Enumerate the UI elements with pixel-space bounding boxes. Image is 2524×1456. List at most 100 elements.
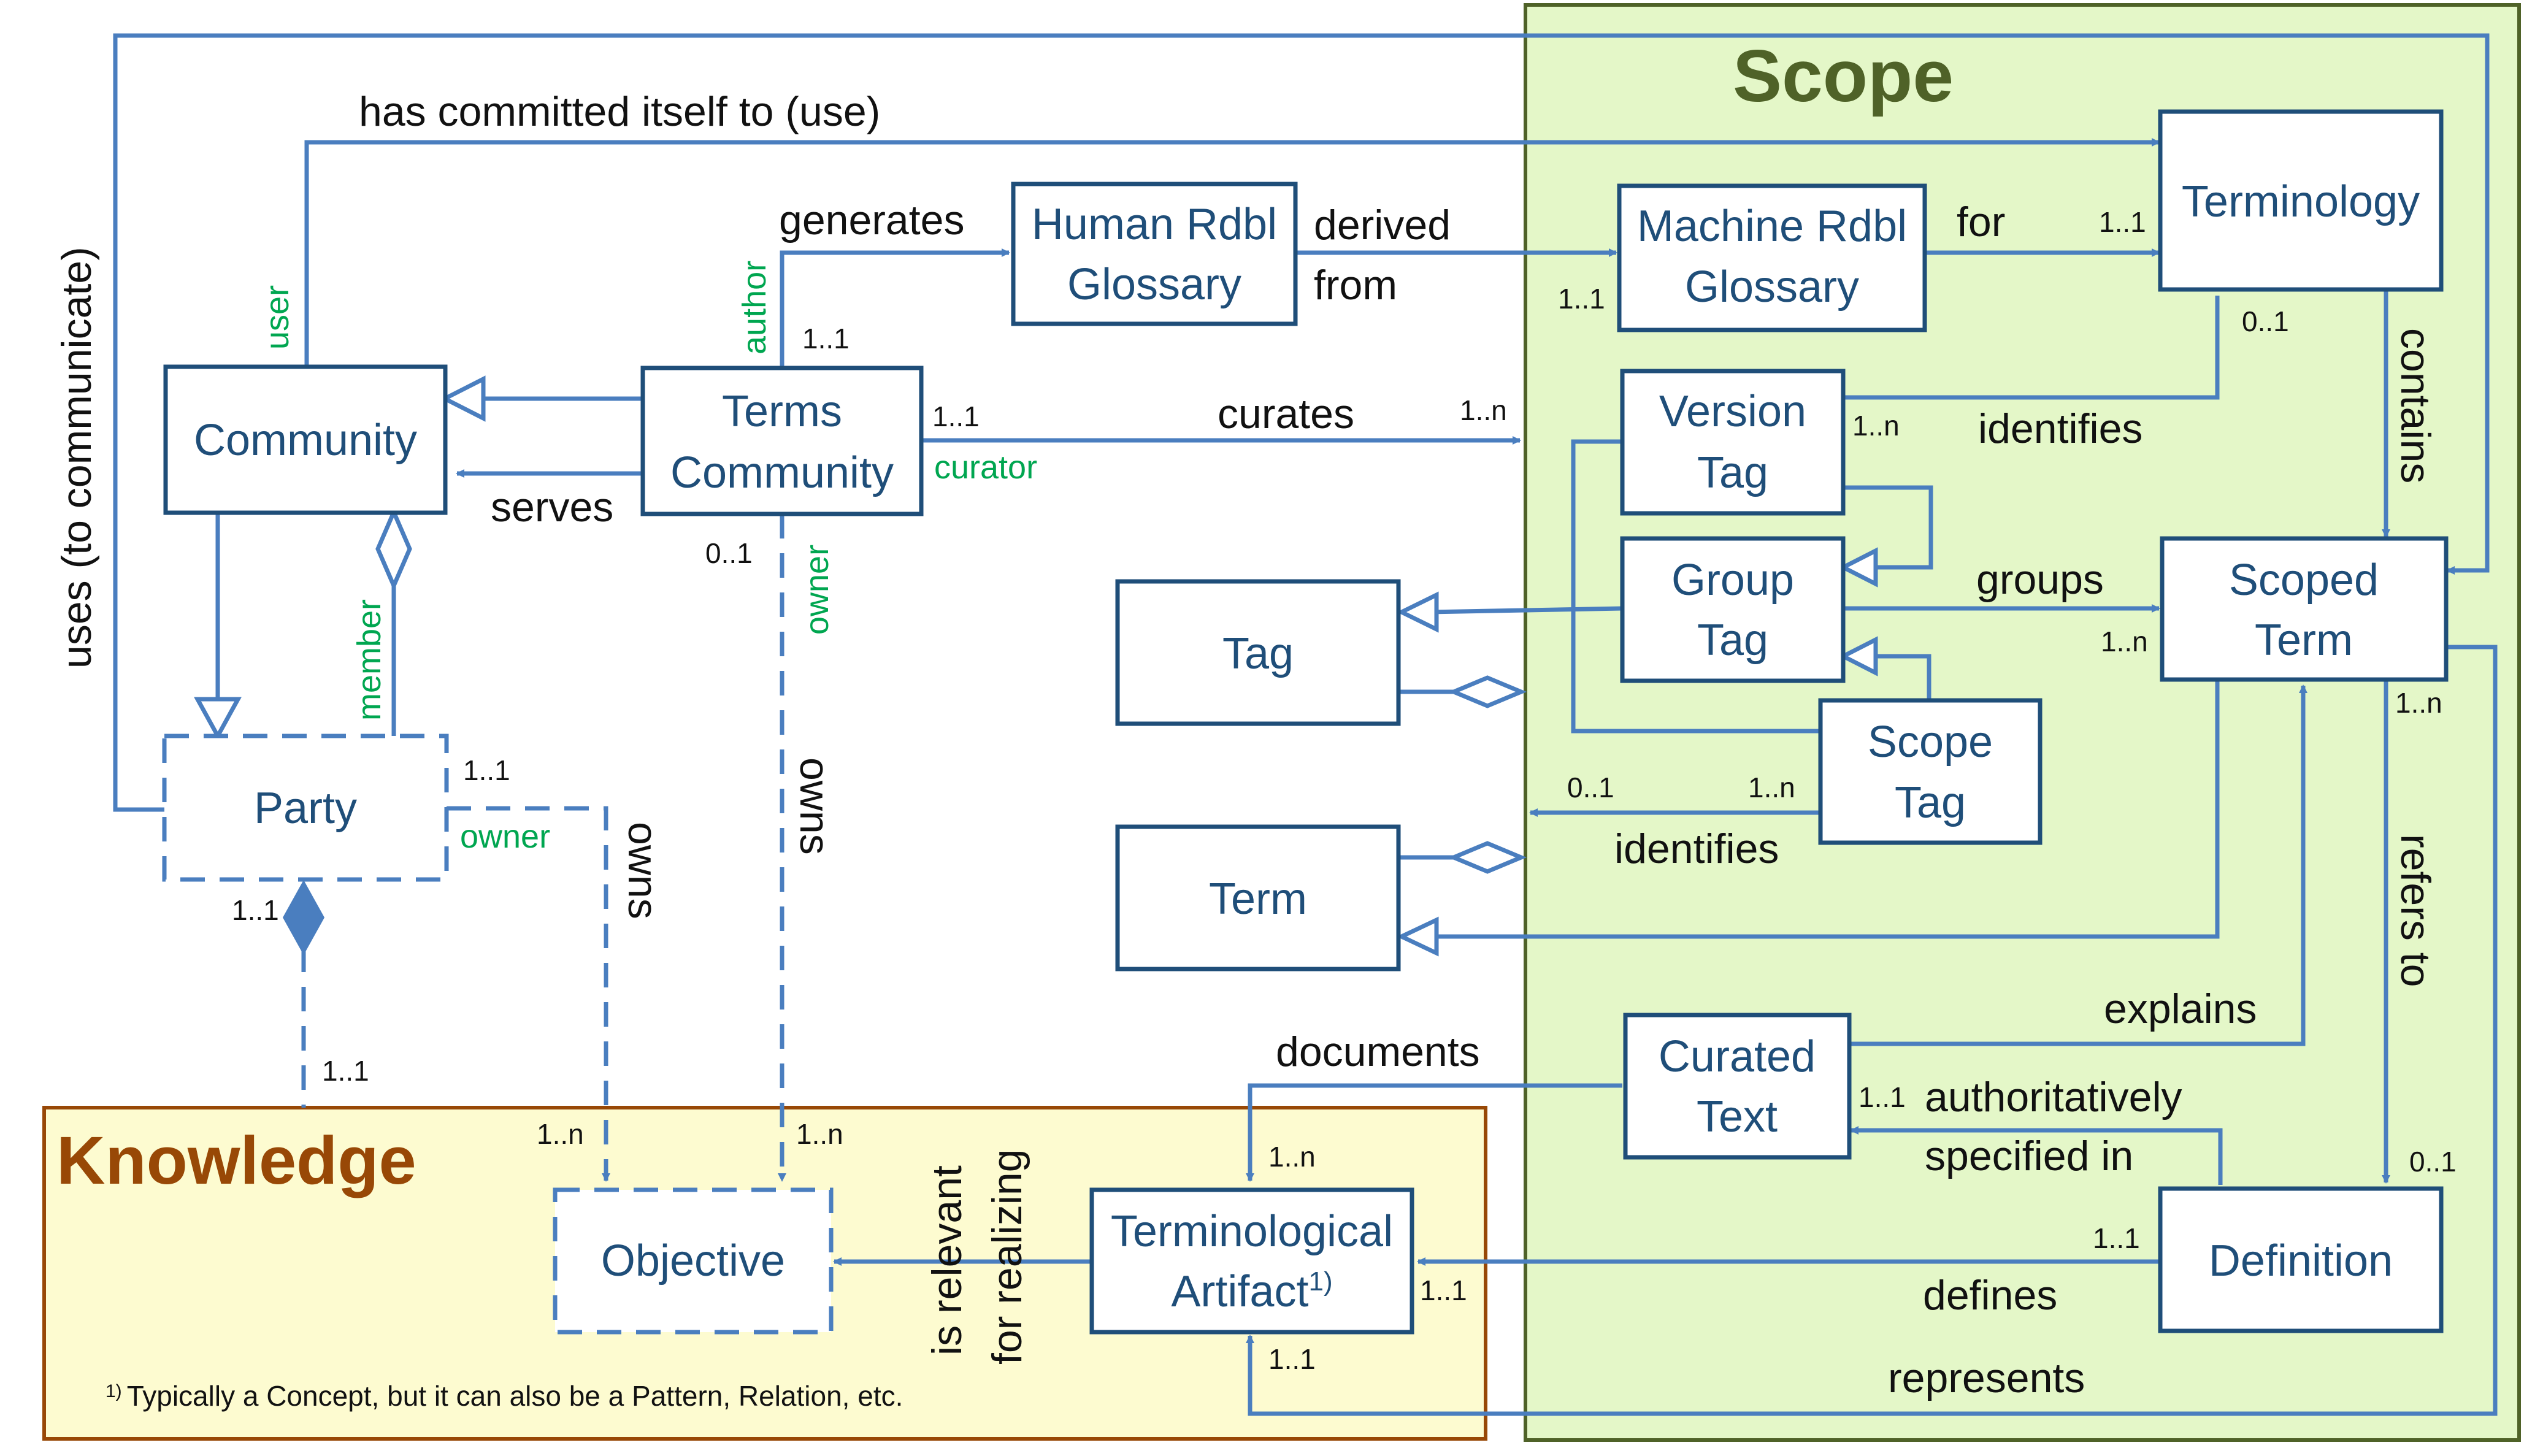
mult-scoped-refers: 1..n: [2395, 687, 2442, 719]
edge-labels: uses (to communicate) has committed itse…: [53, 88, 2439, 1401]
edge-group-generalizes-tag: [1429, 606, 1623, 615]
curated-text-label-1: Curated: [1659, 1032, 1816, 1081]
edge-represents: [1246, 645, 2498, 1416]
artifact-label-2: Artifact1): [1171, 1266, 1332, 1316]
edge-version-scope: [1571, 439, 1820, 734]
gen-head-scope-group: [1838, 636, 1878, 676]
artifact-footnote-mark: 1): [1308, 1266, 1332, 1297]
machine-glossary-label-1: Machine Rdbl: [1637, 202, 1907, 251]
generalization-heads: [194, 375, 1878, 957]
mult-tc-curator: 1..1: [932, 400, 980, 432]
scoped-term-label-2: Term: [2255, 616, 2353, 665]
label-serves: serves: [491, 484, 613, 531]
mult-terminology-identifies: 0..1: [2242, 305, 2289, 337]
curated-text-box: [1623, 1013, 1852, 1160]
footnote: 1)Typically a Concept, but it can also b…: [105, 1380, 903, 1412]
label-identifies-scope: identifies: [1614, 826, 1779, 872]
scope-tag-label-1: Scope: [1868, 718, 1993, 767]
label-curates: curates: [1218, 391, 1354, 437]
label-represents: represents: [1888, 1355, 2085, 1401]
objective-box: [553, 1187, 834, 1335]
mult-definition-defines: 1..1: [2093, 1222, 2140, 1254]
mult-artifact-represents: 1..1: [1268, 1343, 1316, 1375]
artifact-label-2-text: Artifact: [1171, 1267, 1308, 1316]
label-refers-to: refers to: [2392, 834, 2439, 987]
label-documents: documents: [1276, 1029, 1480, 1075]
edge-scoped-generalizes-term: [1429, 680, 2220, 939]
footnote-text: 1)Typically a Concept, but it can also b…: [105, 1380, 903, 1412]
mult-curated: 1..1: [1858, 1081, 1906, 1113]
group-tag-label-2: Tag: [1697, 616, 1768, 665]
human-glossary-label-1: Human Rdbl: [1032, 200, 1277, 249]
artifact-label-1: Terminological: [1111, 1207, 1393, 1256]
label-uses: uses (to communicate): [53, 247, 100, 669]
label-relevant: is relevant: [924, 1165, 970, 1355]
edge-explains: [1849, 684, 2307, 1046]
label-generates: generates: [779, 197, 964, 243]
mult-author: 1..1: [802, 323, 850, 354]
label-defines: defines: [1923, 1272, 2057, 1319]
role-curator: curator: [934, 449, 1037, 486]
tag-label: Tag: [1222, 629, 1294, 678]
role-labels: user author curator owner member owner: [259, 261, 1037, 855]
scope-title: Scope: [1733, 35, 1954, 117]
role-owner-tc: owner: [799, 545, 835, 635]
edge-owns-party: [447, 806, 610, 1182]
community-box: [163, 364, 448, 515]
scope-tag-label-2: Tag: [1895, 778, 1966, 827]
mult-scoped-groups: 1..n: [2101, 626, 2148, 657]
label-authoritatively: authoritatively: [1925, 1074, 2182, 1121]
mult-party-composition: 1..1: [232, 894, 279, 926]
footnote-mark: 1): [105, 1381, 122, 1401]
edge-authoritatively: [1850, 1126, 2223, 1185]
definition-box: [2158, 1186, 2444, 1333]
community-label: Community: [194, 416, 417, 465]
label-owns-tc: owns: [791, 757, 838, 855]
member-aggregation-diamond: [375, 507, 412, 591]
footnote-body: Typically a Concept, but it can also be …: [127, 1380, 903, 1412]
label-identifies-version: identifies: [1978, 405, 2142, 452]
objective-label: Objective: [601, 1236, 785, 1285]
diamonds: [282, 507, 1527, 956]
mult-tc-objective: 1..n: [796, 1118, 843, 1150]
curated-text-label-2: Text: [1697, 1092, 1778, 1141]
edges: [113, 33, 2498, 1416]
box-labels: Community Terms Community Party Human Rd…: [194, 177, 2420, 1316]
machine-glossary-label-2: Glossary: [1685, 262, 1859, 312]
term-aggregation-diamond: [1448, 841, 1527, 874]
mult-artifact-defines: 1..1: [1420, 1274, 1467, 1306]
terms-community-label-2: Community: [670, 448, 894, 497]
version-tag-label-2: Tag: [1697, 448, 1768, 497]
human-glossary-box: [1011, 182, 1298, 326]
mult-artifact-documents: 1..n: [1268, 1141, 1316, 1173]
version-tag-label-1: Version: [1659, 387, 1806, 436]
label-specified-in: specified in: [1925, 1133, 2133, 1179]
gen-head-version-group: [1838, 547, 1878, 588]
edge-committed: [304, 138, 2160, 365]
edge-generates: [780, 248, 1010, 368]
tag-box: [1115, 579, 1401, 726]
label-owns-party: owns: [619, 822, 666, 919]
mult-scope-tag-scope: 0..1: [1567, 772, 1614, 803]
role-author: author: [736, 261, 773, 354]
terms-community-box: [640, 366, 924, 516]
mult-terminology-for: 1..1: [2099, 206, 2146, 238]
human-glossary-label-2: Glossary: [1067, 260, 1241, 309]
mult-party: 1..1: [463, 754, 510, 786]
party-composition-diamond: [282, 879, 325, 956]
label-groups: groups: [1976, 556, 2104, 603]
multiplicity-labels: 1..1 1..1 1..n 0..1 1..1 1..1 1..1 1..n …: [232, 206, 2457, 1375]
label-committed: has committed itself to (use): [359, 88, 880, 135]
party-box: [162, 734, 449, 882]
label-explains: explains: [2104, 986, 2257, 1032]
edge-version-identifies: [1843, 296, 2220, 400]
scoped-term-box: [2160, 536, 2449, 682]
gen-head-party-community: [194, 697, 242, 741]
edge-uses: [113, 33, 2490, 812]
group-tag-label-1: Group: [1671, 556, 1794, 605]
mult-tc-owner: 0..1: [705, 537, 753, 569]
gen-head-tc-community: [440, 375, 486, 422]
mult-scope-tag: 1..n: [1748, 772, 1795, 803]
label-contains: contains: [2392, 328, 2439, 483]
